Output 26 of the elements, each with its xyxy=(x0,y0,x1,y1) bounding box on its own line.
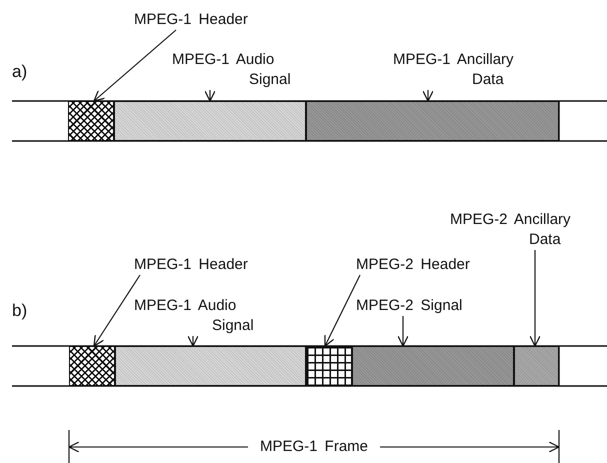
leader-arrow xyxy=(187,335,199,347)
leader-arrow xyxy=(397,316,409,347)
leader-arrow xyxy=(93,274,140,347)
part-label: MPEG-2 Header xyxy=(356,255,506,275)
leader-arrow xyxy=(324,274,360,347)
shaded-segment xyxy=(352,346,514,386)
part-label: MPEG-1 Header xyxy=(134,10,284,30)
panel-label: b) xyxy=(12,301,28,321)
part-label: MPEG-2 Ancillary Data xyxy=(450,210,602,250)
part-label: MPEG-1 Audio Signal xyxy=(134,296,266,336)
leader-arrow xyxy=(93,30,176,102)
shaded-segment xyxy=(306,101,559,141)
leader-arrow xyxy=(529,250,541,347)
shaded-segment xyxy=(114,101,306,141)
panel-label: a) xyxy=(12,62,28,82)
grid-segment xyxy=(306,346,352,386)
leader-arrow xyxy=(422,90,434,102)
part-label: MPEG-1 Ancillary Data xyxy=(393,50,545,90)
shaded-segment xyxy=(115,346,306,386)
part-label: MPEG-2 Signal xyxy=(356,296,506,316)
part-label: MPEG-1 Audio Signal xyxy=(172,50,304,90)
part-label: MPEG-1 Header xyxy=(134,255,284,275)
crosshatched-segment xyxy=(68,101,114,141)
shaded-segment xyxy=(514,346,559,386)
crosshatched-segment xyxy=(69,346,115,386)
leader-arrow xyxy=(204,90,216,102)
